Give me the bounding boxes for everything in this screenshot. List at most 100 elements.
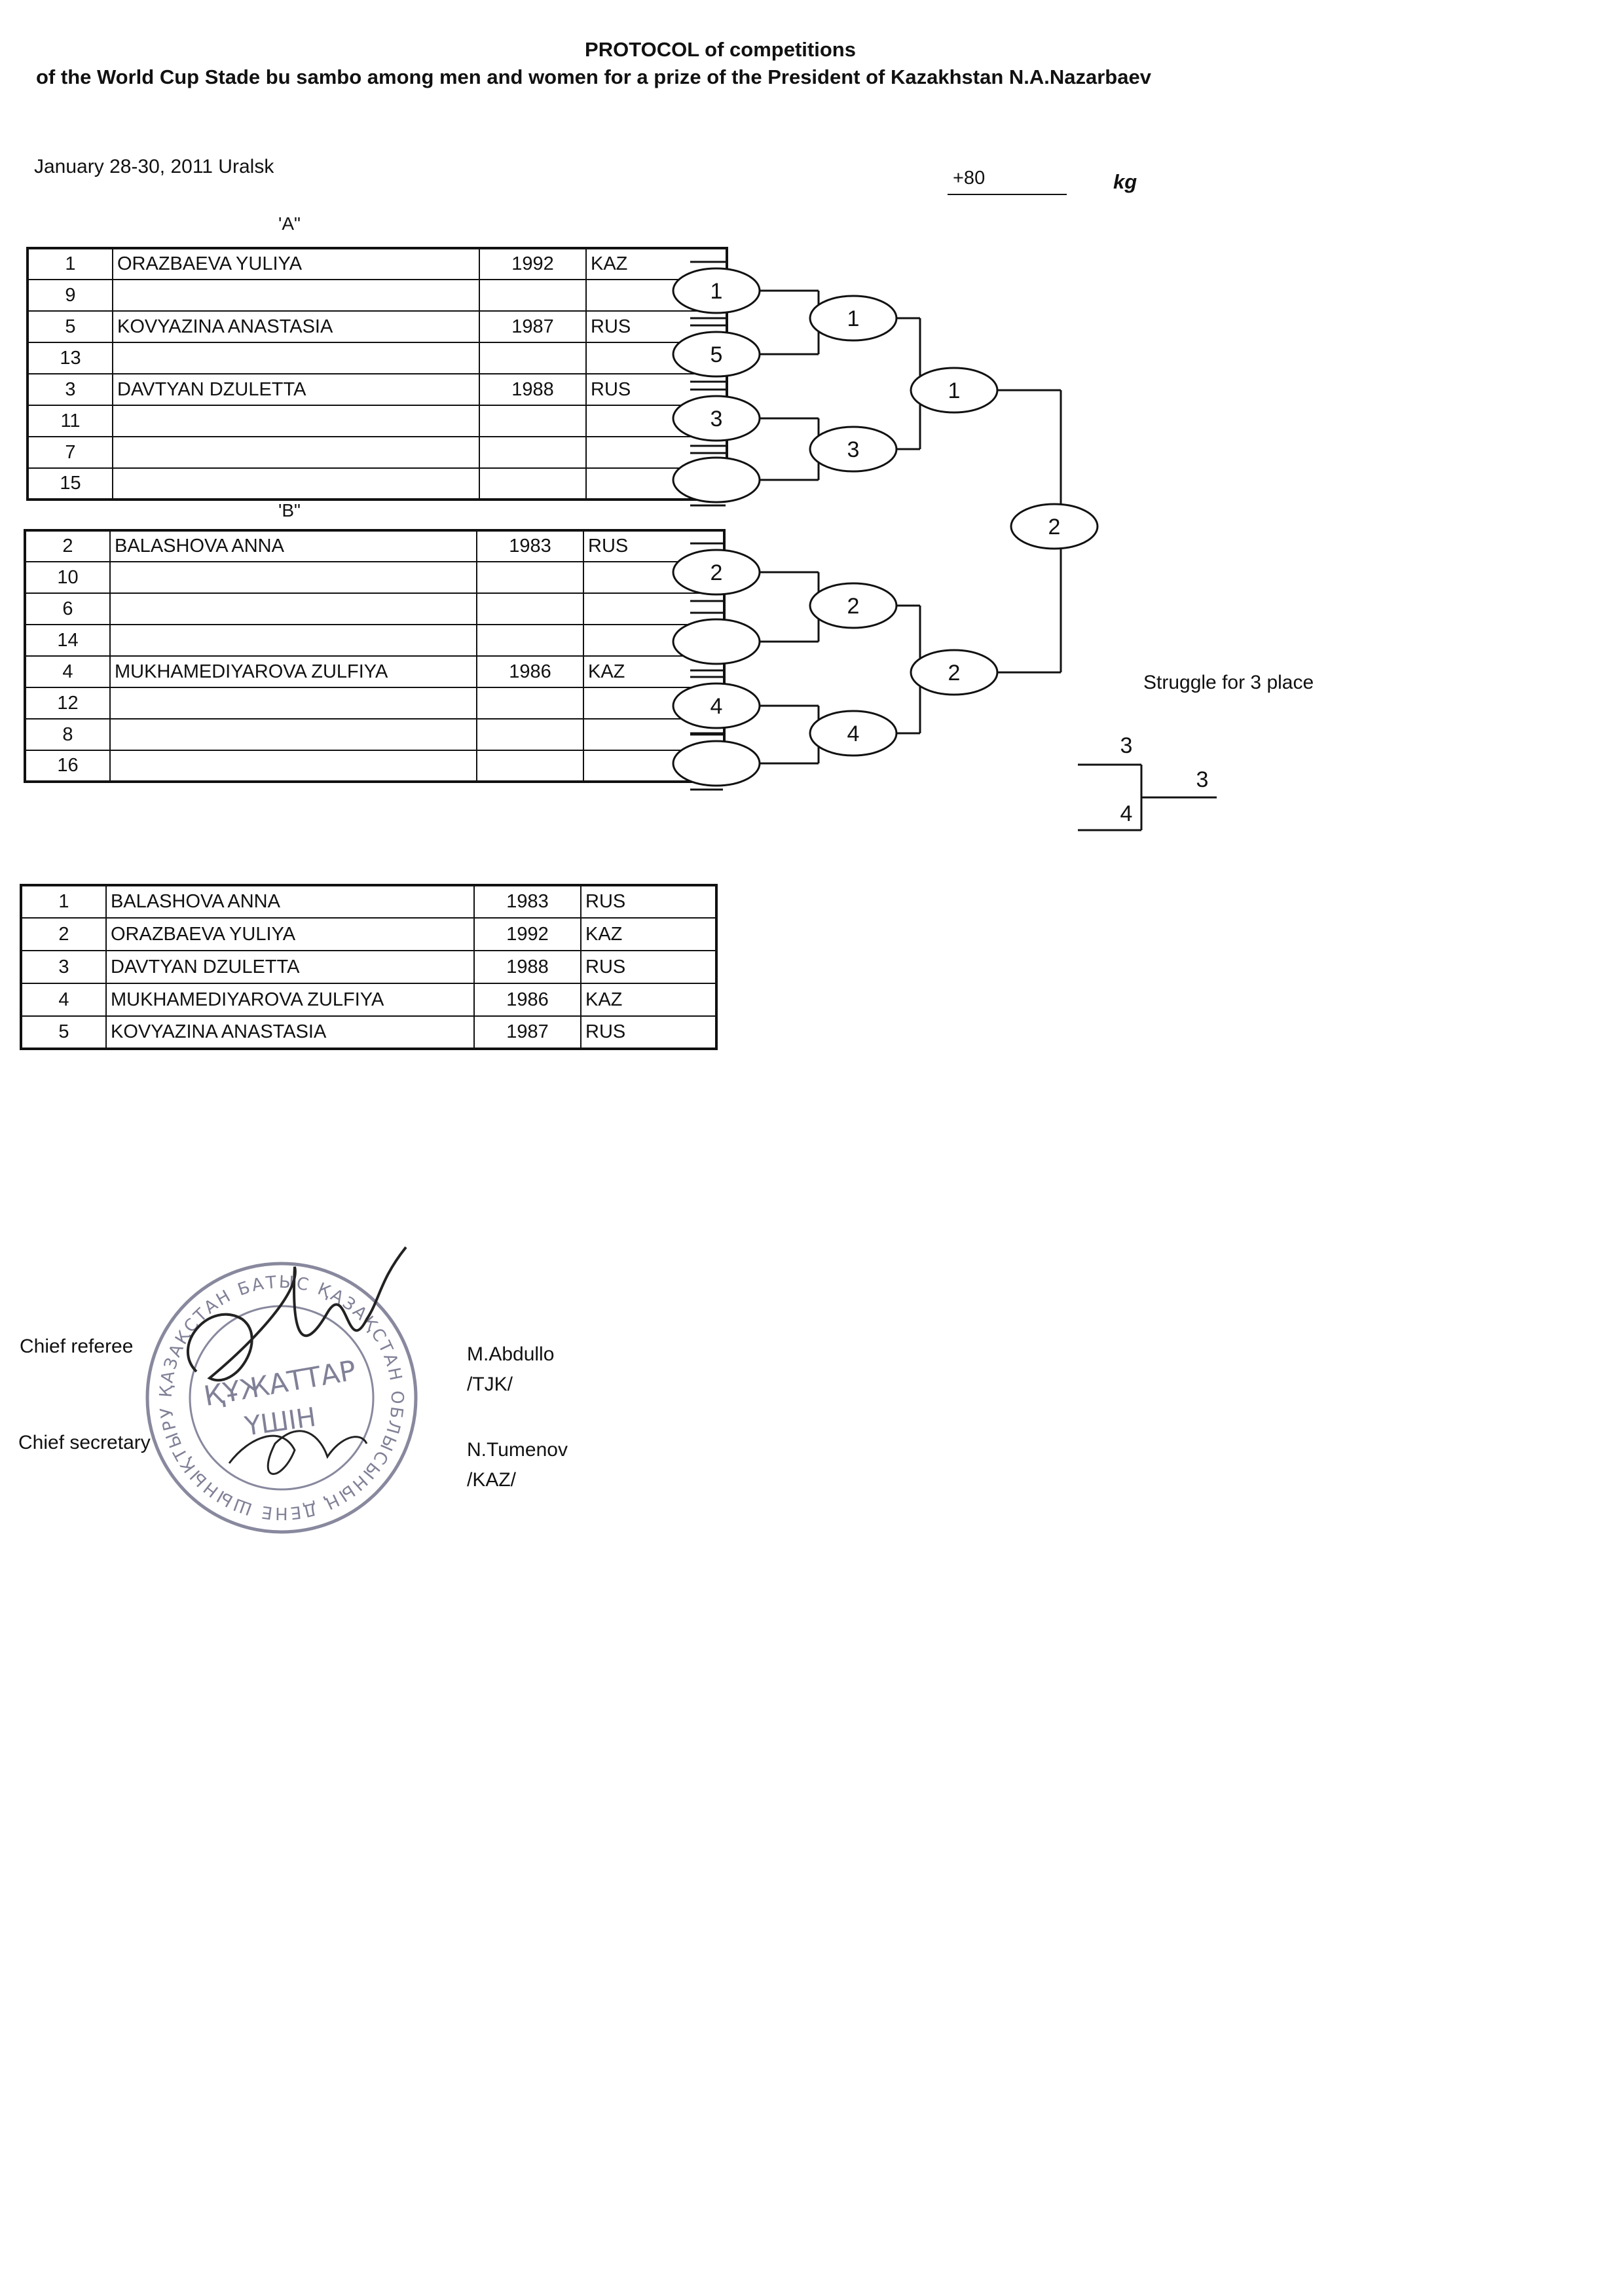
birth-year [479, 467, 587, 500]
chief-secretary-name: N.Tumenov [467, 1439, 568, 1461]
country-code: RUS [585, 310, 728, 343]
participant-name [112, 342, 480, 374]
participant-name: ORAZBAEVA YULIYA [105, 917, 475, 951]
participant-name: BALASHOVA ANNA [105, 884, 475, 919]
group-b-label: 'B" [278, 500, 301, 520]
country-code [583, 592, 725, 625]
birth-year: 1983 [473, 884, 581, 919]
seed-number: 6 [24, 592, 111, 625]
birth-year [479, 436, 587, 469]
birth-year: 1987 [479, 310, 587, 343]
birth-year [479, 405, 587, 437]
country-code: RUS [580, 950, 717, 984]
birth-year [479, 279, 587, 312]
participant-name: MUKHAMEDIYAROVA ZULFIYA [105, 983, 475, 1017]
seed-number: 5 [27, 310, 113, 343]
round1-result [672, 740, 761, 787]
birth-year [476, 687, 584, 720]
chief-secretary-label: Chief secretary [18, 1432, 151, 1453]
participant-name [112, 436, 480, 469]
participant-row: 15 [27, 467, 728, 500]
seed-number: 8 [24, 718, 111, 751]
third-place-bottom: 4 [1120, 801, 1133, 826]
participant-name: DAVTYAN DZULETTA [105, 950, 475, 984]
participant-name [109, 561, 477, 594]
final-result-label: 2 [1048, 515, 1061, 539]
participant-name [112, 279, 480, 312]
participant-row: 13 [27, 342, 728, 374]
birth-year: 1986 [476, 655, 584, 688]
seed-number: 4 [24, 655, 111, 688]
document-title: PROTOCOL of competitions [585, 38, 856, 61]
place-number: 5 [20, 1015, 107, 1049]
participant-name [109, 592, 477, 625]
participant-row: 9 [27, 279, 728, 312]
participant-name: BALASHOVA ANNA [109, 530, 477, 562]
participant-name: ORAZBAEVA YULIYA [112, 247, 480, 280]
document-subtitle: of the World Cup Stade bu sambo among me… [36, 65, 1151, 88]
round2-result-label: 2 [847, 594, 860, 619]
third-place-winner: 3 [1196, 767, 1209, 792]
participant-row: 10 [24, 561, 725, 594]
birth-year [476, 750, 584, 782]
country-code: KAZ [580, 983, 717, 1017]
official-stamp: ҚАЗАҚСТАН БАТЫС ҚАЗАҚСТАН ОБЛЫСЫНЫҢ ДЕНЕ… [131, 1241, 418, 1534]
place-number: 3 [20, 950, 107, 984]
round1-result-label: 1 [710, 279, 723, 304]
participant-name [112, 467, 480, 500]
participant-name: MUKHAMEDIYAROVA ZULFIYA [109, 655, 477, 688]
participant-row: 14 [24, 624, 725, 657]
birth-year [476, 718, 584, 751]
round1-result-label: 3 [710, 407, 723, 431]
third-place-label: Struggle for 3 place [1143, 672, 1314, 693]
participant-name: KOVYAZINA ANASTASIA [112, 310, 480, 343]
seed-number: 14 [24, 624, 111, 657]
round1-result-label: 5 [710, 342, 723, 367]
weight-category: +80 [953, 168, 986, 189]
chief-referee-name: M.Abdullo [467, 1343, 555, 1365]
seed-number: 15 [27, 467, 113, 500]
seed-number: 11 [27, 405, 113, 437]
birth-year: 1988 [473, 950, 581, 984]
date-place: January 28-30, 2011 Uralsk [34, 156, 274, 177]
place-number: 4 [20, 983, 107, 1017]
seed-number: 16 [24, 750, 111, 782]
semifinal-result-label: 1 [948, 378, 961, 403]
referee-signature [187, 1246, 407, 1381]
birth-year: 1983 [476, 530, 584, 562]
weight-underline [948, 194, 1067, 195]
seed-number: 9 [27, 279, 113, 312]
third-place-top: 3 [1120, 733, 1133, 758]
round2-result-label: 1 [847, 306, 860, 331]
round1-result-label: 4 [710, 694, 723, 719]
country-code: RUS [580, 1015, 717, 1049]
semifinal-result-label: 2 [948, 661, 961, 685]
participant-name [109, 718, 477, 751]
place-number: 1 [20, 884, 107, 919]
secretary-signature [228, 1430, 368, 1475]
seed-number: 12 [24, 687, 111, 720]
chief-referee-label: Chief referee [20, 1336, 134, 1357]
round2-result-label: 4 [847, 721, 860, 746]
birth-year: 1987 [473, 1015, 581, 1049]
participant-name: DAVTYAN DZULETTA [112, 373, 480, 406]
final-result [1010, 503, 1099, 550]
participant-name [109, 624, 477, 657]
participant-name [112, 405, 480, 437]
weight-unit: kg [1113, 170, 1137, 193]
seed-number: 2 [24, 530, 111, 562]
country-code: RUS [585, 373, 728, 406]
participant-name [109, 687, 477, 720]
birth-year: 1992 [479, 247, 587, 280]
birth-year [479, 342, 587, 374]
